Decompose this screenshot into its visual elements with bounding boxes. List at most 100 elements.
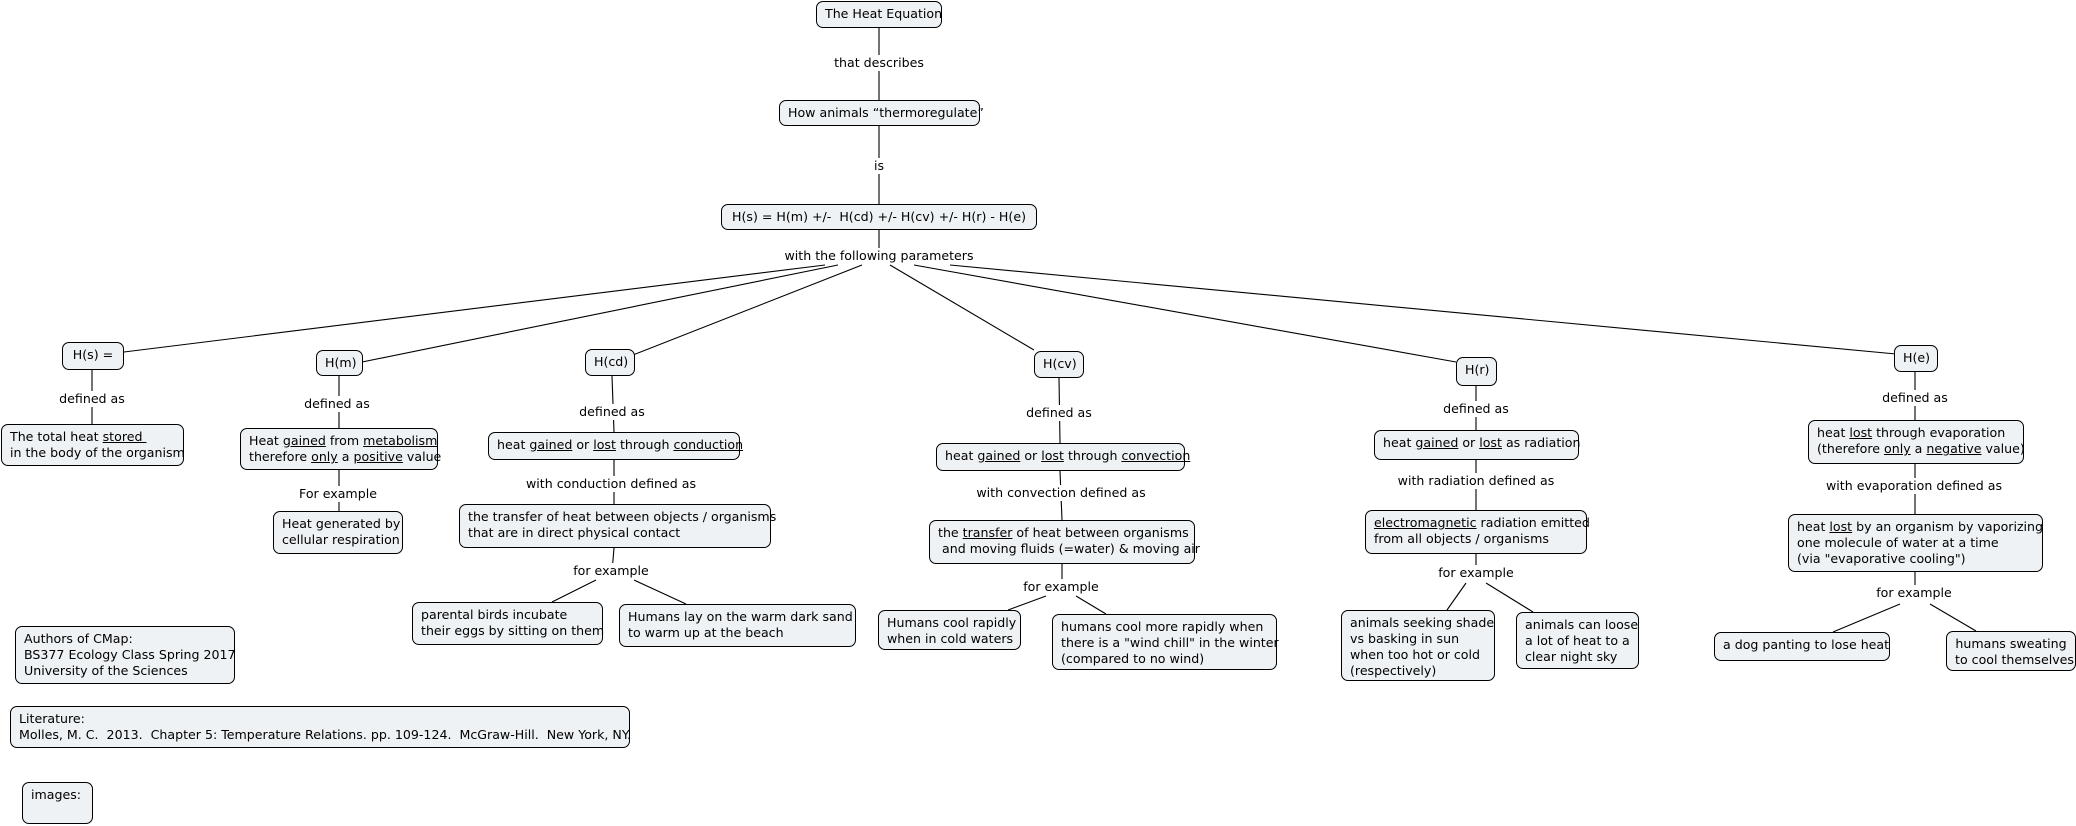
node-text: by an organism by vaporizing one molecul… [1797, 519, 2044, 566]
link-phrase-hm-defined-as: defined as [301, 396, 373, 412]
node-text: radiation emitted from all objects / org… [1374, 515, 1590, 546]
underlined-text: lost [1479, 435, 1502, 450]
node-text: H(s) = H(m) +/- H(cd) +/- H(cv) +/- H(r)… [732, 209, 1026, 224]
node-text: as radiation [1501, 435, 1581, 450]
underlined-text: negative [1926, 441, 1982, 456]
underlined-text: lost [1829, 519, 1853, 534]
node-text: a [1910, 441, 1927, 456]
concept-heat-equation[interactable]: The Heat Equation [816, 1, 942, 28]
literature-note[interactable]: Literature: Molles, M. C. 2013. Chapter … [10, 706, 631, 748]
concept-hcd-example-birds[interactable]: parental birds incubate their eggs by si… [412, 602, 604, 645]
node-text: humans cool more rapidly when there is a… [1061, 619, 1279, 666]
concept-hm-example[interactable]: Heat generated by cellular respiration [273, 511, 403, 554]
underlined-text: lost [1849, 425, 1873, 440]
node-text: heat [945, 448, 978, 463]
link-phrase-is: is [870, 158, 888, 174]
concept-hcd[interactable]: H(cd) [585, 349, 635, 376]
node-text: The total heat [10, 429, 103, 444]
concept-hcv-example-windchill[interactable]: humans cool more rapidly when there is a… [1052, 614, 1279, 670]
link-phrase-hcd-defined-as: defined as [576, 404, 648, 420]
concept-he-definition[interactable]: heat lost through evaporation (therefore… [1808, 420, 2025, 464]
node-text: value [402, 449, 442, 464]
underlined-text: gained [529, 437, 573, 452]
connector [1446, 582, 1467, 611]
underlined-text: gained [1415, 435, 1459, 450]
underlined-text: gained [282, 433, 326, 448]
concept-thermoregulate[interactable]: How animals “thermoregulate” [779, 100, 984, 126]
concept-hm-definition[interactable]: Heat gained from metabolism therefore on… [240, 428, 442, 470]
images-note[interactable]: images: [22, 782, 93, 824]
node-text: H(e) [1903, 350, 1931, 365]
connector [633, 579, 687, 605]
concept-hs-definition[interactable]: The total heat stored in the body of the… [1, 424, 185, 466]
concept-he-example-sweating[interactable]: humans sweating to cool themselves [1946, 631, 2076, 671]
concept-hr-definition-detail[interactable]: electromagnetic radiation emitted from a… [1365, 510, 1590, 554]
connector [1007, 595, 1047, 611]
node-text: images: [31, 787, 82, 802]
connector [889, 264, 1035, 351]
connector [1929, 603, 1977, 632]
concept-equation[interactable]: H(s) = H(m) +/- H(cd) +/- H(cv) +/- H(r)… [721, 204, 1037, 230]
node-text: from [325, 433, 364, 448]
link-phrase-hcd-with-defined: with conduction defined as [522, 476, 700, 492]
concept-he-example-dog[interactable]: a dog panting to lose heat [1714, 632, 1890, 661]
node-text: of heat between organisms and moving flu… [942, 525, 1200, 556]
concept-hm[interactable]: H(m) [316, 350, 363, 376]
concept-he-definition-detail[interactable]: heat lost by an organism by vaporizing o… [1788, 514, 2043, 572]
concept-hr-example-nightsky[interactable]: animals can loose a lot of heat to a cle… [1516, 612, 1639, 669]
concept-hcv-example-water[interactable]: Humans cool rapidly when in cold waters [878, 610, 1021, 650]
underlined-text: convection [1121, 448, 1191, 463]
concept-hs[interactable]: H(s) = [62, 342, 124, 370]
link-phrase-that-describes: that describes [831, 55, 927, 71]
concept-hcv-definition-detail[interactable]: the transfer of heat between organisms a… [929, 520, 1200, 564]
connector [1075, 595, 1107, 615]
link-phrase-hcd-for-example: for example [570, 563, 652, 579]
link-phrase-hs-defined-as: defined as [56, 391, 128, 407]
node-text: H(m) [325, 355, 357, 370]
connector [551, 579, 597, 603]
underlined-text: electromagnetic [1374, 515, 1477, 530]
node-text: a [337, 449, 354, 464]
node-text: Heat [249, 433, 283, 448]
link-phrase-he-with-defined: with evaporation defined as [1822, 478, 2006, 494]
node-text: Humans lay on the warm dark sand to warm… [628, 609, 853, 640]
node-text: H(r) [1465, 362, 1490, 377]
link-phrase-hm-for-example: For example [296, 486, 380, 502]
connector [913, 264, 1457, 363]
concept-hcv-definition[interactable]: heat gained or lost through convection [936, 443, 1190, 471]
node-text: or [572, 437, 594, 452]
connector [632, 264, 863, 356]
authors-note[interactable]: Authors of CMap: BS377 Ecology Class Spr… [15, 626, 236, 684]
concept-hcd-definition[interactable]: heat gained or lost through conduction [488, 432, 743, 460]
node-text: Humans cool rapidly when in cold waters [887, 615, 1017, 646]
node-text: H(cd) [594, 354, 629, 369]
node-text: value) [1981, 441, 2025, 456]
node-text: How animals “thermoregulate” [788, 105, 984, 120]
link-phrase-hr-with-defined: with radiation defined as [1394, 473, 1558, 489]
node-text: or [1020, 448, 1042, 463]
concept-he[interactable]: H(e) [1894, 345, 1938, 372]
concept-hcd-example-sand[interactable]: Humans lay on the warm dark sand to warm… [619, 604, 856, 647]
node-text: the [938, 525, 963, 540]
link-phrase-hcv-with-defined: with convection defined as [973, 485, 1149, 501]
connector [949, 264, 1897, 355]
node-text: H(s) = [72, 347, 114, 362]
node-text: the transfer of heat between objects / o… [468, 509, 777, 540]
concept-hcv[interactable]: H(cv) [1034, 351, 1084, 378]
node-text: Heat generated by cellular respiration [282, 516, 401, 547]
concept-hr-example-shade[interactable]: animals seeking shade vs basking in sun … [1341, 610, 1495, 681]
node-text: through [615, 437, 674, 452]
node-text: in the body of the organism [10, 445, 185, 460]
underlined-text: only [311, 449, 338, 464]
underlined-text: lost [593, 437, 616, 452]
concept-hr[interactable]: H(r) [1456, 357, 1497, 386]
concept-hr-definition[interactable]: heat gained or lost as radiation [1374, 430, 1581, 460]
node-text: Authors of CMap: BS377 Ecology Class Spr… [24, 631, 236, 678]
connector [123, 264, 826, 353]
node-text: heat [497, 437, 530, 452]
concept-hcd-definition-detail[interactable]: the transfer of heat between objects / o… [459, 504, 776, 548]
link-phrase-hcv-for-example: for example [1020, 579, 1102, 595]
underlined-text: lost [1041, 448, 1064, 463]
node-text: animals seeking shade vs basking in sun … [1350, 615, 1495, 678]
